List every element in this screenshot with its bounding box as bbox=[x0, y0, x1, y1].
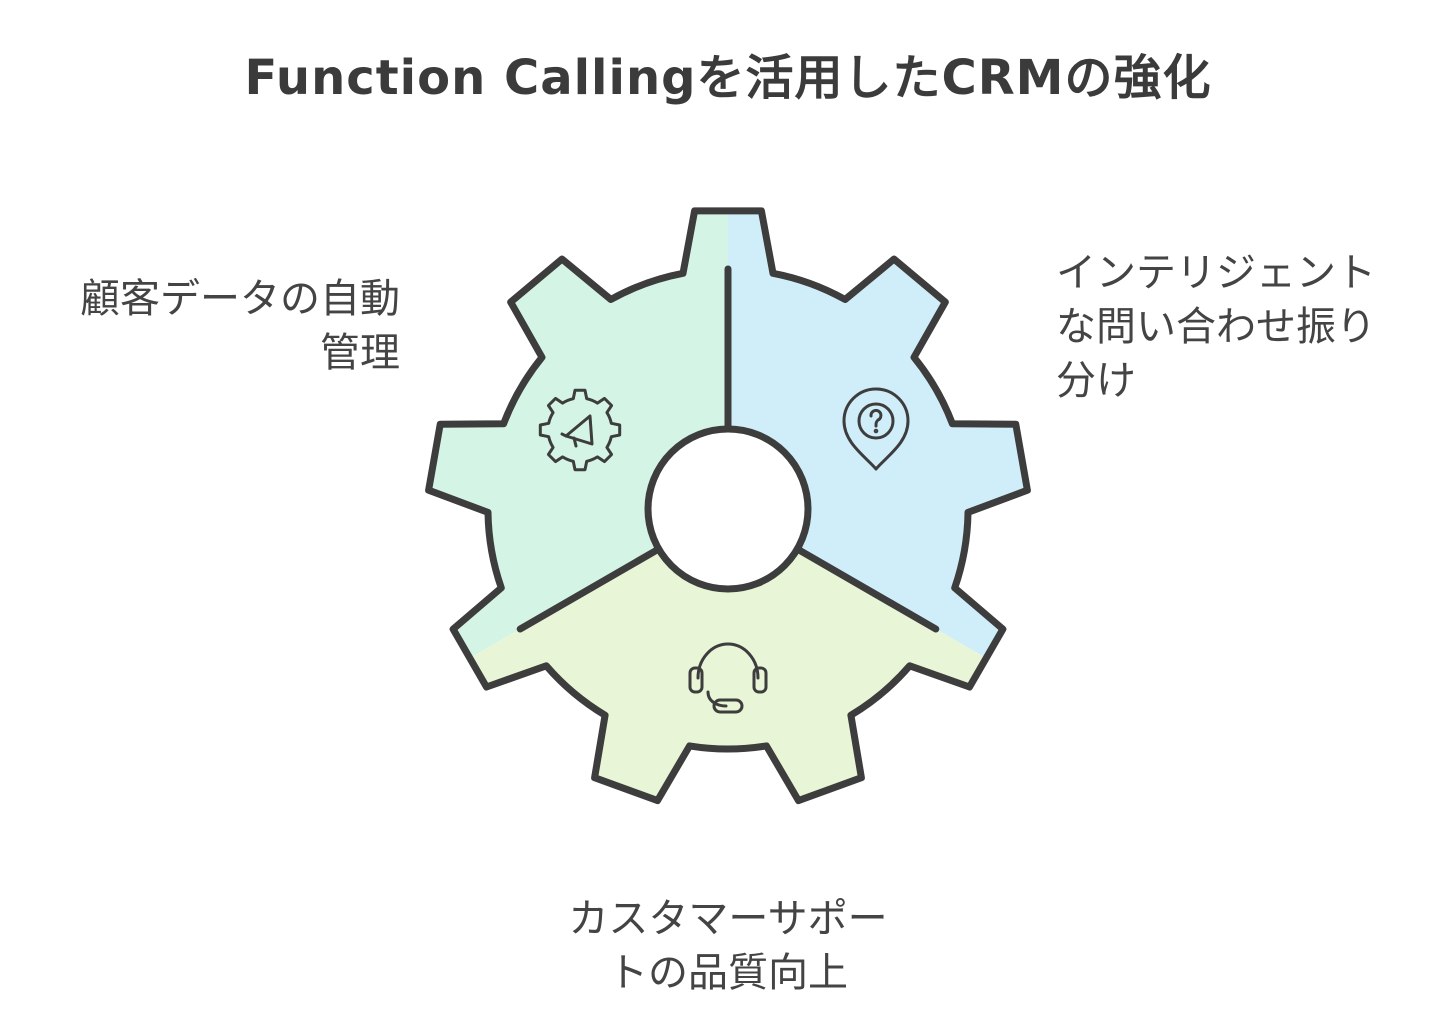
question-pin-icon bbox=[842, 387, 910, 471]
diagram-title: Function Callingを活用したCRMの強化 bbox=[244, 50, 1212, 106]
label-line: インテリジェント bbox=[1056, 250, 1376, 296]
divider-line bbox=[516, 545, 663, 633]
segment-dividers bbox=[516, 265, 940, 633]
label-line: 分け bbox=[1056, 358, 1136, 404]
label-inquiry-routing: インテリジェント な問い合わせ振り 分け bbox=[1056, 246, 1376, 408]
gear-hub bbox=[644, 425, 812, 593]
divider-line bbox=[793, 545, 940, 633]
label-line: 管理 bbox=[320, 330, 400, 376]
label-line: トの品質向上 bbox=[608, 950, 848, 996]
label-line: カスタマーサポー bbox=[568, 896, 888, 942]
label-line: な問い合わせ振り bbox=[1056, 304, 1376, 350]
headset-icon bbox=[688, 642, 768, 714]
gear-outline bbox=[425, 207, 1031, 805]
label-customer-support: カスタマーサポー トの品質向上 bbox=[0, 892, 1456, 1000]
label-data-management: 顧客データの自動 管理 bbox=[80, 272, 400, 380]
gear-megaphone-icon bbox=[538, 388, 622, 472]
label-line: 顧客データの自動 bbox=[80, 276, 400, 322]
